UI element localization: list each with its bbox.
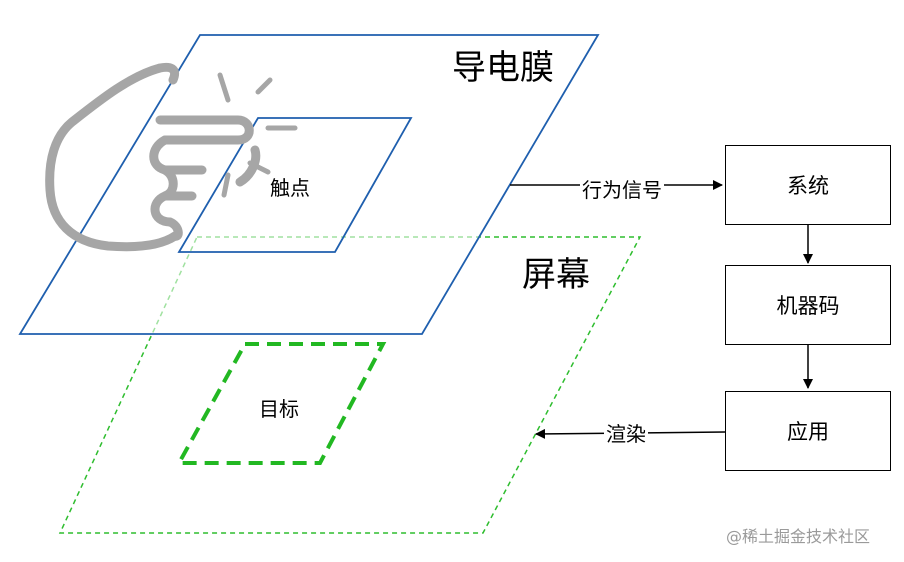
machine-code-box: 机器码 — [725, 265, 891, 345]
conductive-film-label: 导电膜 — [452, 48, 554, 88]
screen-label: 屏幕 — [522, 255, 590, 295]
render-label: 渲染 — [604, 418, 648, 447]
watermark: @稀土掘金技术社区 — [726, 527, 871, 546]
touch-point-shape — [177, 117, 413, 253]
target-shape — [175, 342, 387, 465]
system-box: 系统 — [725, 145, 891, 225]
target-label: 目标 — [259, 397, 299, 421]
tapping-hand-icon — [45, 62, 261, 252]
touch-point-label: 触点 — [270, 176, 310, 200]
behavior-signal-label: 行为信号 — [580, 174, 664, 203]
application-box: 应用 — [725, 391, 891, 471]
tap-rays — [217, 72, 298, 198]
screen-plane — [58, 236, 642, 534]
